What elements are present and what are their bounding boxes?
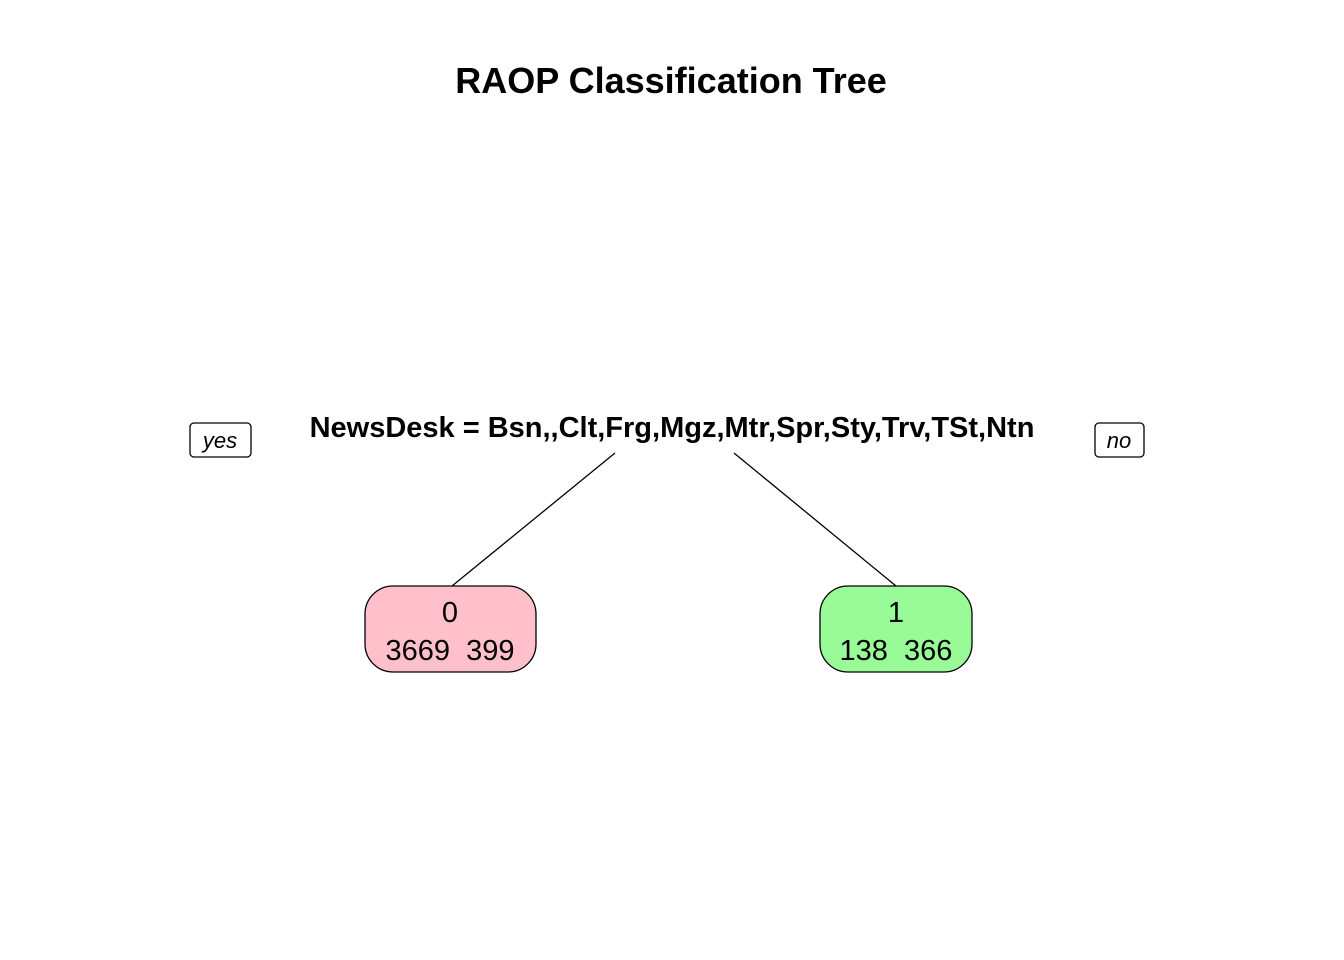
branch-line-yes	[451, 452, 616, 587]
leaf-node-0: 0 3669 399	[364, 585, 537, 673]
yes-branch-badge: yes	[189, 422, 252, 458]
root-split-label: NewsDesk = Bsn,,Clt,Frg,Mgz,Mtr,Spr,Sty,…	[310, 412, 1035, 444]
leaf-node-1-class: 1	[888, 597, 904, 629]
diagram-title: RAOP Classification Tree	[455, 60, 887, 101]
leaf-node-1-box	[819, 585, 973, 673]
leaf-node-0-box	[364, 585, 537, 673]
leaf-node-0-counts: 3669 399	[385, 635, 514, 667]
no-branch-label: no	[1107, 428, 1131, 453]
yes-branch-label: yes	[201, 428, 237, 453]
leaf-node-1-counts: 138 366	[840, 635, 953, 667]
branch-line-no	[733, 452, 897, 587]
leaf-node-1: 1 138 366	[819, 585, 973, 673]
no-branch-badge: no	[1094, 422, 1145, 458]
leaf-node-0-class: 0	[442, 597, 458, 629]
